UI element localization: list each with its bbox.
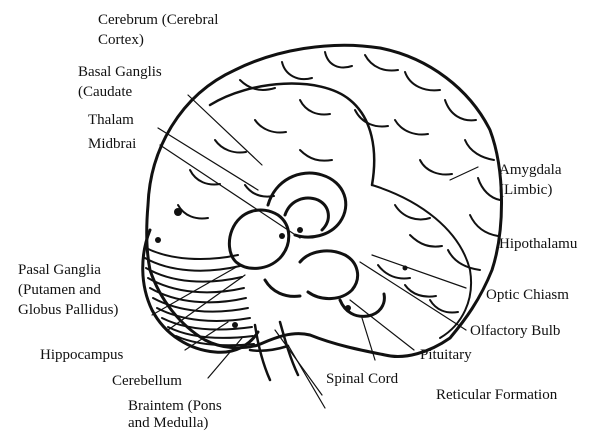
label-hipothalamu: Hipothalamu — [499, 234, 577, 254]
hemisphere-edge — [210, 84, 374, 185]
label-pasal-ganglia-line2: (Putamen and — [18, 280, 101, 300]
label-olfactory-bulb: Olfactory Bulb — [470, 321, 560, 341]
label-optic-chiasm: Optic Chiasm — [486, 285, 569, 305]
label-hippocampus: Hippocampus — [40, 345, 123, 365]
label-pasal-ganglia-line1: Pasal Ganglia — [18, 260, 101, 280]
label-spinal-cord: Spinal Cord — [326, 369, 398, 389]
label-amygdala-line2: (Limbic) — [499, 180, 552, 200]
label-basal-ganglis-line2: (Caudate — [78, 82, 132, 102]
cerebrum-outline — [147, 45, 502, 356]
label-basal-ganglis-line1: Basal Ganglis — [78, 62, 162, 82]
deep-structures — [229, 173, 384, 316]
label-braintem-line2: and Medulla) — [128, 413, 208, 433]
label-cerebellum: Cerebellum — [112, 371, 182, 391]
label-reticular-formation: Reticular Formation — [436, 385, 557, 405]
label-cerebrum-line2: Cortex) — [98, 30, 144, 50]
label-pituitary: Pituitary — [420, 345, 472, 365]
label-amygdala-line1: Amygdala — [499, 160, 561, 180]
label-cerebrum-line1: Cerebrum (Cerebral — [98, 10, 218, 30]
label-midbrai: Midbrai — [88, 134, 136, 154]
label-thalam: Thalam — [88, 110, 134, 130]
label-pasal-ganglia-line3: Globus Pallidus) — [18, 300, 118, 320]
